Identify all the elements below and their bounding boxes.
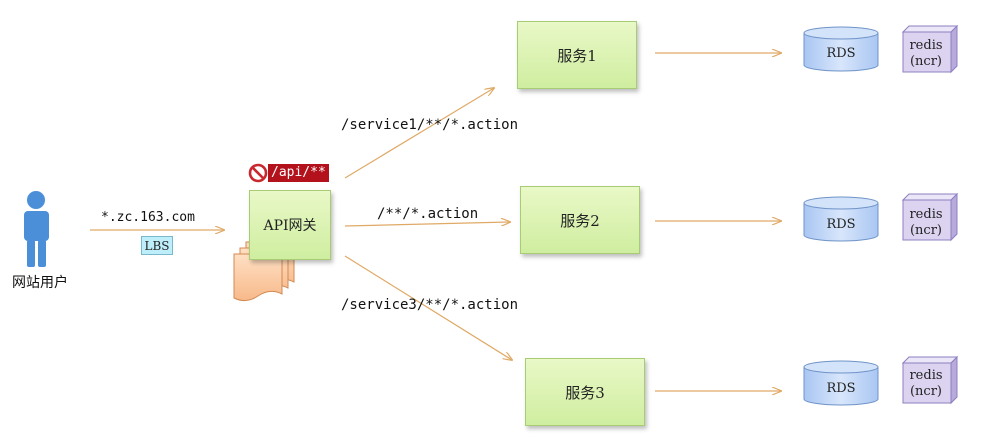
route-arrow-service2 <box>344 222 510 227</box>
user-icon <box>24 191 49 267</box>
cache1-label: redis (ncr) <box>909 38 943 69</box>
entry-domain-label: *.zc.163.com <box>101 210 195 225</box>
cache2-label: redis (ncr) <box>909 207 943 238</box>
route-arrow-service3 <box>344 255 512 360</box>
service3-node: 服务3 <box>525 358 645 426</box>
lbs-label: LBS <box>144 238 170 253</box>
route-label-service1: /service1/**/*.action <box>341 117 519 133</box>
api-gateway-node: API网关 <box>249 190 331 260</box>
cache-box-icon <box>901 24 959 74</box>
db2-label: RDS <box>826 217 856 232</box>
blocked-path-label: /api/** <box>268 164 329 182</box>
route-label-service2: /**/*.action <box>377 206 479 222</box>
user-label: 网站用户 <box>12 275 68 291</box>
service1-label: 服务1 <box>557 46 597 65</box>
service3-label: 服务3 <box>565 383 605 402</box>
database-cylinder-icon <box>803 26 879 72</box>
route-arrow-service1 <box>344 88 494 179</box>
db1-label: RDS <box>826 46 856 61</box>
cache-box-icon <box>901 355 959 405</box>
lbs-badge: LBS <box>141 236 173 255</box>
api-gateway-label: API网关 <box>263 218 317 234</box>
route-label-service3: /service3/**/*.action <box>341 297 519 313</box>
prohibited-icon <box>248 163 268 183</box>
database-cylinder-icon <box>803 196 879 242</box>
database-cylinder-icon <box>803 360 879 406</box>
cache3-label: redis (ncr) <box>909 368 943 399</box>
service2-label: 服务2 <box>560 211 600 230</box>
cache-box-icon <box>901 192 959 242</box>
service1-node: 服务1 <box>517 21 637 89</box>
db3-label: RDS <box>826 381 856 396</box>
service2-node: 服务2 <box>520 186 640 254</box>
